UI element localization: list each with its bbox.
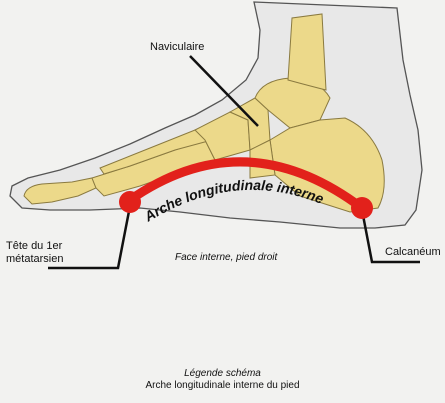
calcaneum-label: Calcanéum [385,246,441,259]
face-interne-label: Face interne, pied droit [175,251,277,264]
diagram-caption: Légende schéma Arche longitudinale inter… [0,368,445,392]
naviculaire-label: Naviculaire [150,41,204,54]
tete-line1: Tête du 1er [6,240,62,252]
tibia-shape [288,14,326,90]
tete-dot [119,191,141,213]
calcaneum-dot [351,197,373,219]
caption-title: Légende schéma [0,368,445,380]
tete-line2: métatarsien [6,253,63,265]
tete-metatarsien-label: Tête du 1er métatarsien [6,240,106,266]
caption-subtitle: Arche longitudinale interne du pied [0,380,445,392]
